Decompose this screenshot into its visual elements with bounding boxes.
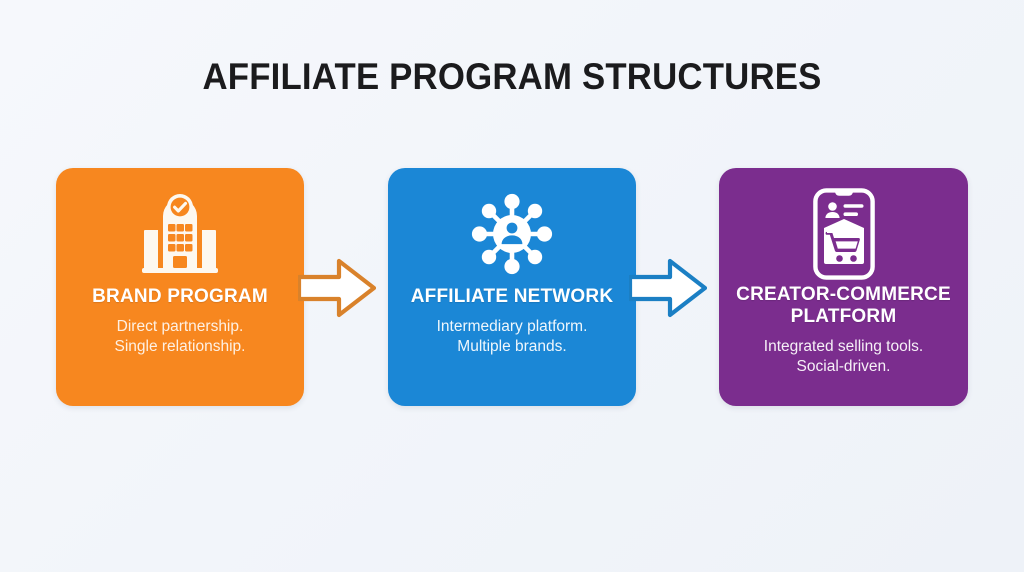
card-description-line2: Social-driven. [796, 358, 891, 376]
card-description: Integrated selling tools. Social-driven. [764, 337, 923, 377]
card-row: BRAND PROGRAM Direct partnership. Single… [0, 168, 1024, 406]
card-brand-program[interactable]: BRAND PROGRAM Direct partnership. Single… [56, 168, 304, 406]
card-description: Intermediary platform. Multiple brands. [437, 317, 588, 357]
card-title: BRAND PROGRAM [92, 286, 268, 307]
page-title: AFFILIATE PROGRAM STRUCTURES [202, 56, 822, 97]
card-description-line1: Direct partnership. [116, 318, 244, 336]
arrow-network-to-platform [627, 256, 708, 325]
card-description-line2: Multiple brands. [457, 338, 567, 356]
building-check-icon [141, 186, 219, 282]
card-creator-commerce-platform[interactable]: CREATOR-COMMERCE PLATFORM Integrated sel… [719, 168, 968, 406]
card-title: CREATOR-COMMERCE PLATFORM [736, 284, 951, 328]
arrow-brand-to-network [296, 256, 377, 325]
card-description-line2: Single relationship. [114, 338, 246, 356]
arrow-right-icon [627, 258, 708, 318]
card-description-line1: Integrated selling tools. [763, 338, 924, 356]
card-affiliate-network[interactable]: AFFILIATE NETWORK Intermediary platform.… [388, 168, 636, 406]
network-hub-person-icon [470, 186, 554, 282]
card-description: Direct partnership. Single relationship. [115, 317, 246, 357]
card-title: AFFILIATE NETWORK [410, 286, 614, 307]
arrow-right-icon [296, 258, 377, 318]
mobile-shopping-cart-icon [812, 186, 875, 282]
card-description-line1: Intermediary platform. [436, 318, 588, 336]
